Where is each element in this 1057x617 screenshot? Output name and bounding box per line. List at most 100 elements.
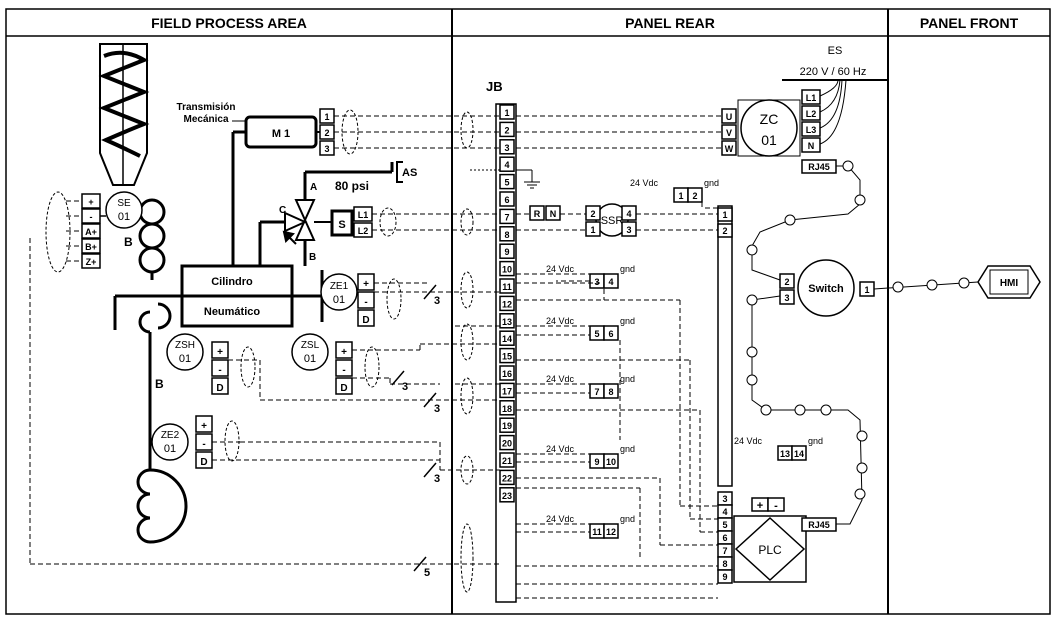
svg-text:ZE2: ZE2 bbox=[161, 430, 180, 441]
ssr-terminal-1: 1 bbox=[585, 221, 601, 237]
svg-text:M 1: M 1 bbox=[272, 128, 290, 140]
svg-text:01: 01 bbox=[761, 132, 777, 148]
svg-text:12: 12 bbox=[606, 527, 616, 537]
svg-text:ES: ES bbox=[828, 45, 843, 57]
se-terminal-2: A+ bbox=[81, 223, 101, 239]
svg-text:19: 19 bbox=[502, 421, 512, 431]
ps-2-plus: 5 bbox=[589, 325, 605, 341]
header-field: FIELD PROCESS AREA bbox=[151, 15, 307, 31]
motor-terminals: 123 bbox=[319, 108, 500, 156]
jb-terminal-15: 15 bbox=[499, 347, 515, 364]
network-node-13 bbox=[892, 281, 904, 293]
svg-text:ZSL: ZSL bbox=[301, 340, 320, 351]
network-node-4 bbox=[746, 294, 758, 306]
motor-terminal-3: 3 bbox=[319, 140, 335, 156]
frame bbox=[5, 8, 1051, 615]
ps-3-vdc-label: 24 Vdc bbox=[546, 374, 575, 384]
svg-text:14: 14 bbox=[794, 449, 804, 459]
svg-text:ZSH: ZSH bbox=[175, 340, 195, 351]
cable-count-4: 5 bbox=[424, 567, 430, 579]
svg-text:11: 11 bbox=[502, 282, 512, 292]
ssr: SSR bbox=[595, 203, 629, 237]
svg-text:-: - bbox=[342, 365, 345, 376]
jb-cable-shield-0 bbox=[460, 111, 474, 149]
zc-terminal-L2: L2 bbox=[801, 105, 821, 121]
network-node-8 bbox=[794, 404, 806, 416]
svg-text:-: - bbox=[364, 297, 367, 308]
svg-text:4: 4 bbox=[626, 209, 631, 219]
zc-terminal-L1: L1 bbox=[801, 89, 821, 105]
svg-text:3: 3 bbox=[626, 225, 631, 235]
svg-text:6: 6 bbox=[608, 329, 613, 339]
zc-rj45: RJ45 bbox=[801, 159, 837, 174]
valve-c: C bbox=[279, 205, 286, 216]
svg-text:8: 8 bbox=[722, 559, 727, 569]
plc-terminal-1: 1 bbox=[717, 207, 733, 222]
valve-a: A bbox=[310, 182, 317, 193]
svg-text:13: 13 bbox=[502, 317, 512, 327]
svg-text:7: 7 bbox=[722, 546, 727, 556]
network-node-7 bbox=[760, 404, 772, 416]
svg-text:3: 3 bbox=[324, 144, 329, 154]
plc-terminal-5: 5 bbox=[717, 517, 733, 532]
svg-text:V: V bbox=[726, 128, 732, 138]
svg-text:01: 01 bbox=[179, 353, 191, 365]
ps-3-minus: 8 bbox=[603, 383, 619, 399]
ps-2-minus: 6 bbox=[603, 325, 619, 341]
hopper bbox=[98, 43, 150, 186]
plc-terminal-6: 6 bbox=[717, 530, 733, 545]
jb-terminal-6: 6 bbox=[499, 191, 515, 207]
svg-text:-: - bbox=[774, 500, 778, 512]
svg-text:17: 17 bbox=[502, 386, 512, 396]
svg-text:2: 2 bbox=[692, 191, 697, 201]
jb-cable-shield-4 bbox=[460, 377, 474, 415]
motor-terminal-2: 2 bbox=[319, 124, 335, 140]
jb-terminal-16: 16 bbox=[499, 365, 515, 381]
jb-terminal-7: 7 bbox=[499, 208, 515, 225]
svg-text:+: + bbox=[201, 421, 207, 432]
svg-text:8: 8 bbox=[608, 387, 613, 397]
jb-terminal-11: 11 bbox=[499, 278, 515, 294]
se-terminal-1: - bbox=[81, 208, 101, 224]
svg-text:16: 16 bbox=[502, 369, 512, 379]
svg-text:2: 2 bbox=[324, 128, 329, 138]
motor-cable-shield bbox=[341, 109, 359, 155]
svg-text:1: 1 bbox=[590, 225, 595, 235]
cable-slash-1 bbox=[391, 370, 405, 386]
ze2-terminal-0: + bbox=[195, 415, 213, 433]
ps-0-minus: 2 bbox=[687, 187, 703, 203]
cable-count-3: 3 bbox=[434, 473, 440, 485]
svg-text:22: 22 bbox=[502, 473, 512, 483]
network-node-11 bbox=[856, 462, 868, 474]
svg-text:N: N bbox=[808, 141, 815, 151]
svg-text:01: 01 bbox=[333, 294, 345, 306]
valve-terminal-l1: L1 bbox=[353, 206, 373, 222]
ze1-cable-shield bbox=[386, 278, 402, 320]
ps-5-plus: 11 bbox=[589, 523, 605, 539]
network-node-10 bbox=[856, 430, 868, 442]
zsh-terminal-0: + bbox=[211, 341, 229, 359]
svg-text:1: 1 bbox=[722, 210, 727, 220]
network-node-3 bbox=[746, 244, 758, 256]
jb-terminal-22: 22 bbox=[499, 469, 515, 486]
svg-text:4: 4 bbox=[608, 277, 613, 287]
jb-terminal-23: 23 bbox=[499, 487, 515, 503]
svg-text:5: 5 bbox=[722, 520, 727, 530]
zc-terminal-N: N bbox=[801, 137, 821, 153]
ps-5-minus: 12 bbox=[603, 523, 619, 539]
svg-text:RJ45: RJ45 bbox=[808, 162, 830, 172]
zsh-terminal-2: D bbox=[211, 377, 229, 395]
svg-text:PLC: PLC bbox=[758, 543, 782, 557]
ps-6-vdc-label: 24 Vdc bbox=[734, 436, 763, 446]
svg-text:01: 01 bbox=[118, 211, 130, 223]
jb-cable-shield-2 bbox=[460, 271, 474, 309]
svg-text:12: 12 bbox=[502, 299, 512, 309]
jb-terminal-20: 20 bbox=[499, 434, 515, 451]
plc-terminal-3: 3 bbox=[717, 491, 733, 506]
switch-port-3: 3 bbox=[779, 289, 795, 305]
svg-text:L1: L1 bbox=[806, 93, 817, 103]
network-node-0 bbox=[842, 160, 854, 172]
